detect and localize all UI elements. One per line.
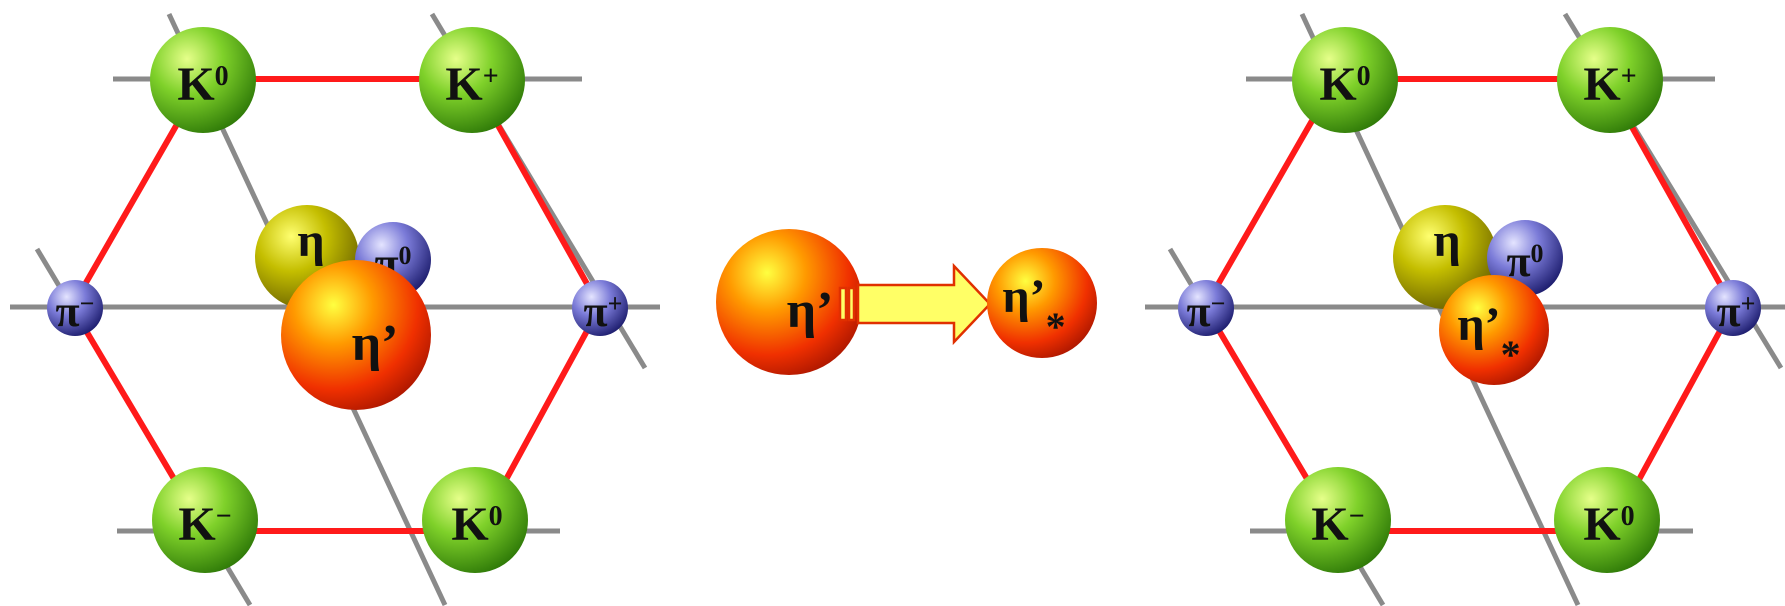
- right-pion-piminus: π−: [1178, 280, 1234, 336]
- svg-text:η’: η’: [787, 282, 834, 339]
- left-octet-diagram: K0 K+ π− π+ η π0 η’ K−: [10, 12, 660, 606]
- middle-eta-prime-star: η’*: [987, 248, 1097, 358]
- left-kaon-k0-top: K0: [150, 27, 256, 133]
- left-kaon-kminus: K−: [152, 467, 258, 573]
- svg-text:π−: π−: [56, 287, 95, 336]
- right-octet-diagram: K0 K+ π− π+ η π0 η’* K−: [1145, 12, 1785, 606]
- left-kaon-k0-bottom: K0: [422, 467, 528, 573]
- middle-eta-prime: η’: [716, 229, 862, 375]
- svg-text:π+: π+: [1717, 287, 1756, 336]
- right-kaon-k0-top: K0: [1292, 27, 1398, 133]
- svg-text:η’*: η’*: [1457, 298, 1520, 377]
- svg-text:π+: π+: [584, 287, 623, 336]
- svg-text:K+: K+: [445, 58, 498, 111]
- svg-text:K0: K0: [1583, 498, 1634, 551]
- svg-text:η’: η’: [352, 315, 399, 372]
- svg-text:K0: K0: [177, 58, 228, 111]
- transition-diagram: η’ η’*: [716, 229, 1097, 375]
- svg-text:K+: K+: [1583, 58, 1636, 111]
- left-eta-prime: η’: [281, 260, 431, 410]
- left-pion-piplus: π+: [572, 280, 628, 336]
- svg-text:η: η: [297, 214, 324, 267]
- right-eta-prime-star: η’*: [1439, 275, 1549, 385]
- svg-text:K0: K0: [1319, 58, 1370, 111]
- transition-arrow: [838, 262, 992, 346]
- svg-text:η’*: η’*: [1002, 270, 1065, 349]
- right-kaon-k0-bottom: K0: [1554, 467, 1660, 573]
- svg-text:η: η: [1433, 214, 1460, 267]
- right-kaon-kminus: K−: [1285, 467, 1391, 573]
- svg-text:K0: K0: [451, 498, 502, 551]
- svg-text:K−: K−: [178, 498, 231, 551]
- svg-text:K−: K−: [1311, 498, 1364, 551]
- right-kaon-kplus: K+: [1557, 27, 1663, 133]
- left-kaon-kplus: K+: [419, 27, 525, 133]
- svg-text:π−: π−: [1187, 287, 1226, 336]
- right-pion-piplus: π+: [1705, 280, 1761, 336]
- left-pion-piminus: π−: [47, 280, 103, 336]
